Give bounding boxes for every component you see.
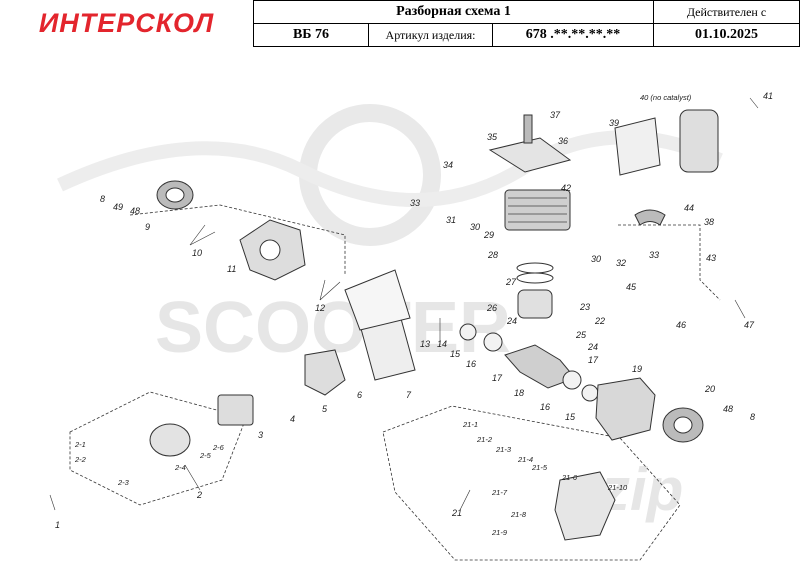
label-21-10: 21-10 — [607, 483, 628, 492]
label-29: 29 — [483, 230, 494, 240]
article-label: Артикул изделия: — [368, 23, 493, 47]
label-38: 38 — [704, 217, 714, 227]
label-17-left: 17 — [492, 373, 503, 383]
label-21-2: 21-2 — [476, 435, 493, 444]
label-2-4: 2-4 — [174, 463, 186, 472]
label-33-right: 33 — [649, 250, 659, 260]
label-33-left: 33 — [410, 198, 420, 208]
label-25: 25 — [575, 330, 587, 340]
label-21: 21 — [451, 508, 462, 518]
label-37: 37 — [550, 110, 561, 120]
label-39: 39 — [609, 118, 619, 128]
group-outlines — [69, 204, 721, 561]
label-18: 18 — [514, 388, 524, 398]
document-title: Разборная схема 1 — [253, 0, 654, 24]
label-8-left: 8 — [100, 194, 105, 204]
label-21-1: 21-1 — [462, 420, 478, 429]
label-8-right: 8 — [750, 412, 755, 422]
label-6: 6 — [357, 390, 362, 400]
label-2: 2 — [196, 490, 202, 500]
label-43: 43 — [706, 253, 716, 263]
label-17-right: 17 — [588, 355, 599, 365]
label-15-right: 15 — [565, 412, 576, 422]
label-5: 5 — [322, 404, 328, 414]
label-21-3: 21-3 — [495, 445, 512, 454]
label-19: 19 — [632, 364, 642, 374]
label-2-1: 2-1 — [74, 440, 86, 449]
exploded-parts-diagram: SCOOTER zip — [49, 91, 773, 561]
label-30-right: 30 — [591, 254, 601, 264]
valid-label: Действителен с — [653, 0, 800, 24]
leader-lines — [49, 97, 759, 511]
label-1: 1 — [55, 520, 60, 530]
label-10: 10 — [192, 248, 202, 258]
label-21-7: 21-7 — [491, 488, 508, 497]
label-13: 13 — [420, 339, 430, 349]
label-11: 11 — [227, 264, 236, 274]
label-28: 28 — [487, 250, 498, 260]
label-3: 3 — [258, 430, 263, 440]
label-15-left: 15 — [450, 349, 461, 359]
label-45: 45 — [626, 282, 637, 292]
label-47: 47 — [744, 320, 755, 330]
part-number-labels: 1 2 2-1 2-2 2-3 2-4 2-5 2-6 3 4 5 6 7 8 … — [55, 91, 773, 537]
label-42: 42 — [561, 183, 571, 193]
label-22: 22 — [594, 316, 605, 326]
valid-date: 01.10.2025 — [653, 23, 800, 47]
label-48-left: 48 — [130, 206, 140, 216]
label-2-6: 2-6 — [212, 443, 225, 452]
label-20: 20 — [704, 384, 715, 394]
label-2-2: 2-2 — [74, 455, 87, 464]
label-46: 46 — [676, 320, 686, 330]
label-9: 9 — [145, 222, 150, 232]
logo-text: ИНТЕРСКОЛ — [38, 8, 215, 38]
label-16-left: 16 — [466, 359, 476, 369]
label-21-5: 21-5 — [531, 463, 548, 472]
label-23: 23 — [579, 302, 590, 312]
label-34: 34 — [443, 160, 453, 170]
label-40: 40 (no catalyst) — [640, 93, 692, 102]
header: ИНТЕРСКОЛ Разборная схема 1 Действителен… — [0, 0, 800, 48]
label-16-right: 16 — [540, 402, 550, 412]
model-name: ВБ 76 — [253, 23, 369, 47]
label-36: 36 — [558, 136, 568, 146]
label-21-9: 21-9 — [491, 528, 508, 537]
label-48-right: 48 — [723, 404, 733, 414]
label-26: 26 — [486, 303, 497, 313]
label-14: 14 — [437, 339, 447, 349]
watermark-script: zip — [599, 456, 683, 523]
label-44: 44 — [684, 203, 694, 213]
label-21-4: 21-4 — [517, 455, 533, 464]
label-2-3: 2-3 — [117, 478, 130, 487]
label-2-5: 2-5 — [199, 451, 212, 460]
label-7: 7 — [406, 390, 412, 400]
brand-logo: ИНТЕРСКОЛ — [0, 0, 253, 47]
label-35: 35 — [487, 132, 498, 142]
label-41: 41 — [763, 91, 773, 101]
label-24-right: 24 — [587, 342, 598, 352]
label-30-left: 30 — [470, 222, 480, 232]
label-21-8: 21-8 — [510, 510, 527, 519]
label-24-left: 24 — [506, 316, 517, 326]
label-31: 31 — [446, 215, 456, 225]
label-12: 12 — [315, 303, 325, 313]
label-49: 49 — [113, 202, 123, 212]
label-27: 27 — [505, 277, 517, 287]
label-21-6: 21-6 — [561, 473, 578, 482]
label-4: 4 — [290, 414, 295, 424]
article-value: 678 .**.**.**.** — [492, 23, 654, 47]
part-drawings — [149, 109, 719, 541]
label-32: 32 — [616, 258, 626, 268]
